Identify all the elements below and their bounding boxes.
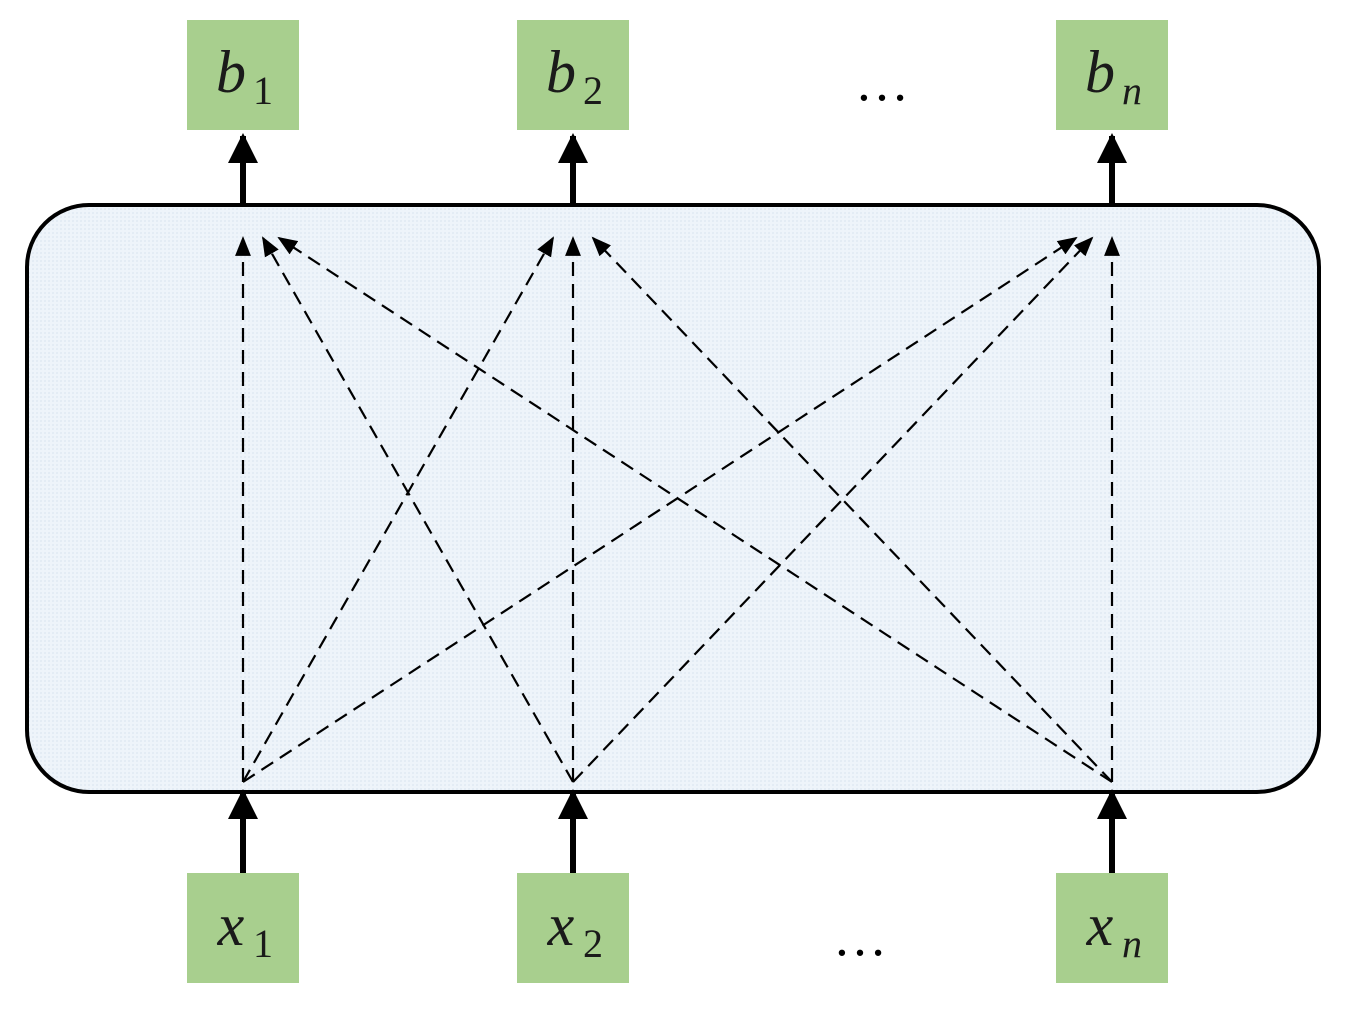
input-node-box bbox=[1056, 873, 1168, 983]
io-arrows bbox=[228, 133, 1127, 873]
edge-x1-to-b2 bbox=[242, 236, 554, 783]
attention-connections bbox=[235, 236, 1120, 783]
input-subscript: 2 bbox=[583, 921, 603, 966]
output-subscript: n bbox=[1122, 68, 1142, 113]
ellipsis-bottom: … bbox=[833, 907, 887, 967]
input-subscript: n bbox=[1122, 921, 1142, 966]
output-subscript: 1 bbox=[253, 68, 273, 113]
input-node-box bbox=[187, 873, 299, 983]
output-node-box bbox=[1056, 20, 1168, 130]
output-symbol: b bbox=[216, 39, 246, 105]
output-symbol: b bbox=[546, 39, 576, 105]
input-symbol: x bbox=[547, 892, 575, 958]
output-symbol: b bbox=[1085, 39, 1115, 105]
input-subscript: 1 bbox=[253, 921, 273, 966]
edge-xn-to-b1 bbox=[277, 236, 1113, 783]
input-symbol: x bbox=[1086, 892, 1114, 958]
edge-x2-to-bn bbox=[572, 236, 1094, 783]
input-node-box bbox=[517, 873, 629, 983]
ellipsis-top: … bbox=[855, 52, 909, 112]
output-node-box bbox=[517, 20, 629, 130]
input-symbol: x bbox=[217, 892, 245, 958]
attention-layer-panel bbox=[25, 203, 1321, 794]
output-node-box bbox=[187, 20, 299, 130]
output-subscript: 2 bbox=[583, 68, 603, 113]
edge-x2-to-b1 bbox=[262, 236, 574, 783]
edge-xn-to-b2 bbox=[591, 236, 1113, 783]
edge-x1-to-bn bbox=[242, 236, 1078, 783]
